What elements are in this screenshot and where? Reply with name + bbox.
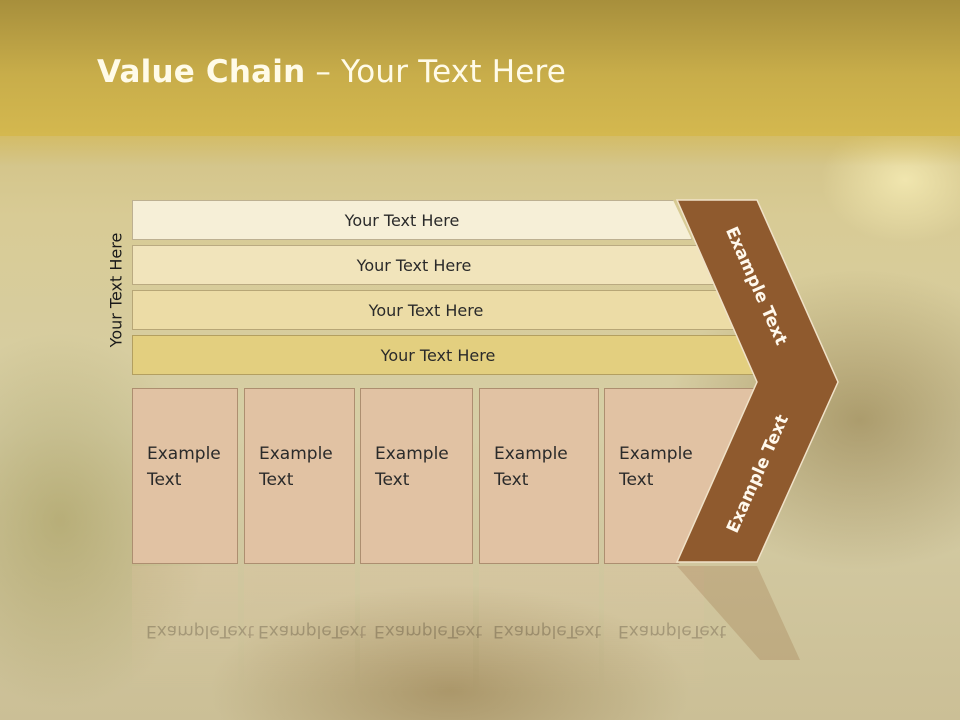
support-bar-1: Your Text Here: [132, 200, 692, 240]
title-bold: Value Chain: [97, 54, 306, 90]
activity-column-2-line2: Text: [259, 470, 294, 490]
title-band-fade: [0, 136, 960, 166]
margin-chevron-reflection: [677, 566, 800, 660]
activity-column-1-line1: Example: [147, 444, 221, 464]
activity-column-5-line2: Text: [619, 470, 654, 490]
support-bar-4-label: Your Text Here: [380, 345, 496, 365]
title-band: [0, 0, 960, 136]
activity-column-3-line2: Text: [375, 470, 410, 490]
support-bar-2-label: Your Text Here: [356, 255, 472, 275]
support-bar-2: Your Text Here: [132, 245, 716, 285]
margin-chevron-shape: [675, 199, 839, 563]
activity-column-4-line1: Example: [494, 444, 568, 464]
title-rest: – Your Text Here: [305, 54, 567, 90]
support-bar-3: Your Text Here: [132, 290, 740, 330]
support-bar-1-label: Your Text Here: [344, 210, 460, 230]
activity-column-3-line1: Example: [375, 444, 449, 464]
page-title: Value Chain – Your Text Here: [97, 54, 566, 90]
activity-column-5-line1: Example: [619, 444, 693, 464]
support-bar-4: Your Text Here: [132, 335, 764, 375]
activity-column-1-line2: Text: [147, 470, 182, 490]
activity-column-2-line1: Example: [259, 444, 333, 464]
activity-column-4-line2: Text: [494, 470, 529, 490]
support-bar-3-label: Your Text Here: [368, 300, 484, 320]
